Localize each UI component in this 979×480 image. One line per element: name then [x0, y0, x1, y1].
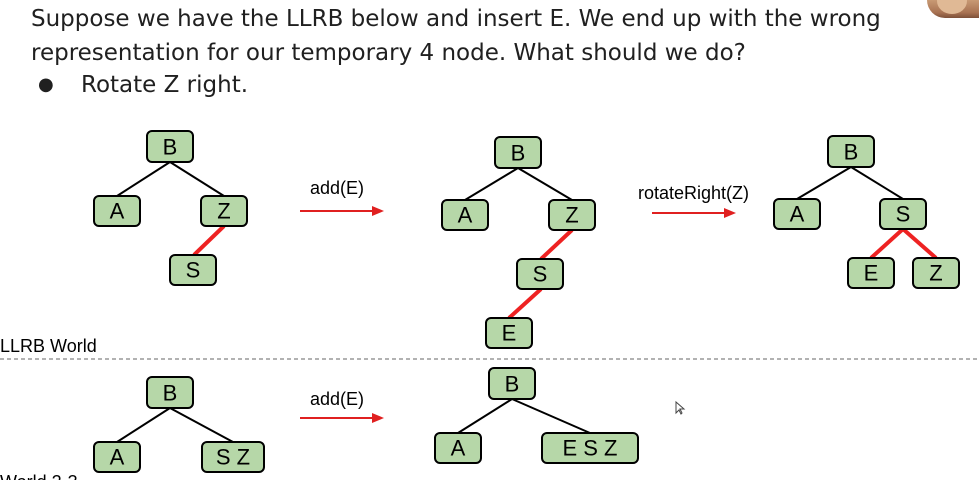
arrow-right-icon: [724, 208, 736, 218]
edge-b-esz: [511, 398, 591, 434]
rotate-right-arrow: rotateRight(Z): [638, 183, 749, 218]
svg-text:E: E: [864, 261, 879, 286]
node-e: E: [847, 257, 895, 289]
red-link-s-e: [869, 227, 905, 260]
question-line-1: Suppose we have the LLRB below and inser…: [31, 6, 881, 32]
svg-text:B: B: [511, 141, 526, 166]
node-e: E: [485, 317, 533, 349]
rotate-right-label: rotateRight(Z): [638, 183, 749, 203]
svg-text:E: E: [502, 321, 517, 346]
world-23-label: World 2-3: [0, 472, 78, 480]
svg-text:A: A: [110, 445, 125, 470]
node-s: S: [516, 258, 564, 290]
mouse-cursor-icon: [675, 400, 686, 415]
svg-text:Z: Z: [217, 199, 230, 224]
node-b: B: [827, 135, 875, 168]
add-e-label-bottom: add(E): [310, 389, 364, 409]
svg-text:A: A: [451, 436, 466, 461]
llrb-before-tree: B A Z S: [93, 130, 248, 286]
svg-text:B: B: [505, 372, 520, 397]
red-link-z-s: [192, 224, 226, 257]
edge-b-a: [457, 398, 513, 434]
svg-text:B: B: [163, 381, 178, 406]
presenter-avatar: [927, 0, 979, 18]
add-e-label-top: add(E): [310, 178, 364, 198]
node-z: Z: [200, 195, 248, 227]
svg-text:S: S: [896, 202, 911, 227]
node-b: B: [494, 136, 542, 169]
svg-text:E S Z: E S Z: [562, 436, 617, 461]
node-z: Z: [912, 257, 960, 289]
node-b: B: [488, 367, 536, 400]
edge-b-sz: [169, 407, 234, 443]
svg-text:S: S: [533, 262, 548, 287]
llrb-after-rotate-tree: B A S E Z: [773, 135, 960, 289]
t23-after-add-tree: B A E S Z: [434, 367, 639, 464]
svg-text:A: A: [110, 199, 125, 224]
arrow-right-icon: [372, 206, 384, 216]
llrb-after-add-tree: B A Z S E: [441, 136, 596, 349]
question-line-2: representation for our temporary 4 node.…: [31, 40, 746, 66]
node-s: S: [169, 254, 217, 286]
arrow-right-icon: [372, 413, 384, 423]
edge-b-z: [517, 167, 573, 201]
svg-text:B: B: [163, 135, 178, 160]
edge-b-a: [464, 167, 519, 201]
node-a: A: [434, 432, 482, 464]
svg-text:A: A: [790, 202, 805, 227]
red-link-s-z: [901, 227, 938, 260]
red-link-s-e: [507, 287, 543, 320]
node-a: A: [441, 199, 489, 231]
node-b: B: [146, 130, 194, 163]
red-link-z-s: [539, 228, 574, 261]
node-a: A: [773, 198, 821, 230]
add-e-arrow-bottom: add(E): [300, 389, 384, 423]
edge-b-a: [116, 407, 171, 443]
add-e-arrow-top: add(E): [300, 178, 384, 216]
node-s: S: [879, 198, 927, 230]
svg-text:S: S: [186, 258, 201, 283]
svg-text:S Z: S Z: [216, 445, 250, 470]
edge-b-a: [116, 161, 171, 197]
answer-text: Rotate Z right.: [81, 72, 249, 98]
node-b: B: [146, 376, 194, 409]
t23-before-tree: B A S Z: [93, 376, 265, 473]
edge-b-s: [850, 166, 904, 200]
svg-text:A: A: [458, 203, 473, 228]
svg-text:Z: Z: [565, 203, 578, 228]
svg-text:B: B: [844, 140, 859, 165]
node-a: A: [93, 441, 141, 473]
node-esz: E S Z: [541, 432, 639, 464]
node-sz: S Z: [201, 441, 265, 473]
edge-b-a: [796, 166, 852, 200]
node-a: A: [93, 195, 141, 227]
question-text: Suppose we have the LLRB below and inser…: [31, 2, 891, 70]
llrb-world-label: LLRB World: [0, 336, 97, 356]
bullet-dot-icon: ●: [38, 74, 54, 95]
edge-b-z: [169, 161, 225, 197]
node-z: Z: [548, 199, 596, 231]
svg-text:Z: Z: [929, 261, 942, 286]
